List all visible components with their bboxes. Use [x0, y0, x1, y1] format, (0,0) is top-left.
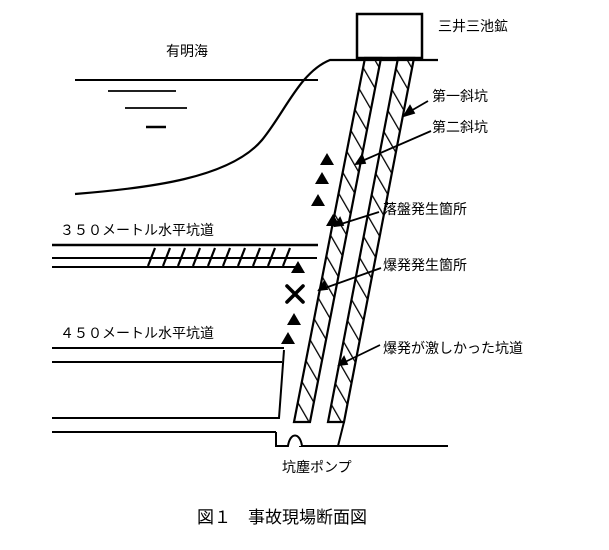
arrow-explosion: [324, 267, 382, 289]
first-slope-label: 第一斜坑: [432, 88, 488, 105]
cave-in-triangle: [320, 153, 334, 165]
level-350-label: ３５０メートル水平坑道: [60, 223, 214, 239]
severe-explosion-label: 爆発が激しかった坑道: [383, 340, 523, 357]
mine-building: [355, 12, 424, 60]
second-slope-label: 第二斜坑: [432, 119, 488, 136]
shaft-bottom-outline: [275, 421, 345, 447]
arrow-severe: [344, 344, 381, 363]
explosion-x-mark: [285, 284, 305, 304]
ground-surface-line: [74, 58, 438, 196]
cave-in-triangle: [291, 261, 305, 273]
explosion-label: 爆発発生箇所: [383, 257, 467, 274]
cave-in-triangle: [311, 194, 325, 206]
cave-in-triangle: [315, 172, 329, 184]
cave-in-triangle: [287, 313, 301, 325]
level-450-label: ４５０メートル水平坑道: [60, 326, 214, 342]
arrow-cavein: [340, 211, 380, 225]
sea-name-label: 有明海: [166, 44, 208, 60]
figure-caption: 図１ 事故現場断面図: [197, 508, 367, 528]
arrow-slope2: [361, 130, 432, 162]
cave-in-markers: [281, 153, 340, 344]
cave-in-label: 落盤発生箇所: [383, 201, 467, 218]
pump-sump: [287, 434, 303, 447]
mine-name-label: 三井三池鉱: [438, 18, 508, 35]
cave-in-triangle: [281, 332, 295, 344]
bottom-tunnel-upper: [52, 349, 285, 419]
pump-label: 坑塵ポンプ: [282, 459, 352, 476]
level-350-damage-hatching: [146, 247, 292, 267]
leader-arrows: [317, 100, 432, 367]
